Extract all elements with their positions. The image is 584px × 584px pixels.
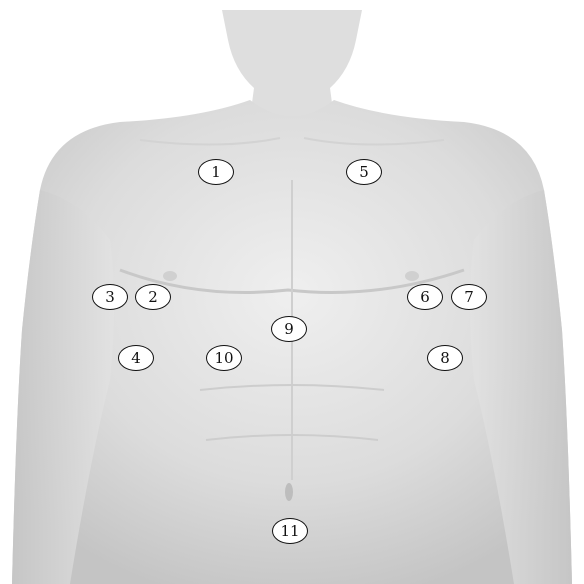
- marker-4: 4: [118, 345, 154, 371]
- marker-2: 2: [135, 284, 171, 310]
- marker-11: 11: [272, 518, 308, 544]
- marker-5: 5: [346, 159, 382, 185]
- marker-10: 10: [206, 345, 242, 371]
- marker-7: 7: [451, 284, 487, 310]
- marker-8: 8: [427, 345, 463, 371]
- marker-9: 9: [271, 316, 307, 342]
- marker-1: 1: [198, 159, 234, 185]
- marker-6: 6: [407, 284, 443, 310]
- marker-3: 3: [92, 284, 128, 310]
